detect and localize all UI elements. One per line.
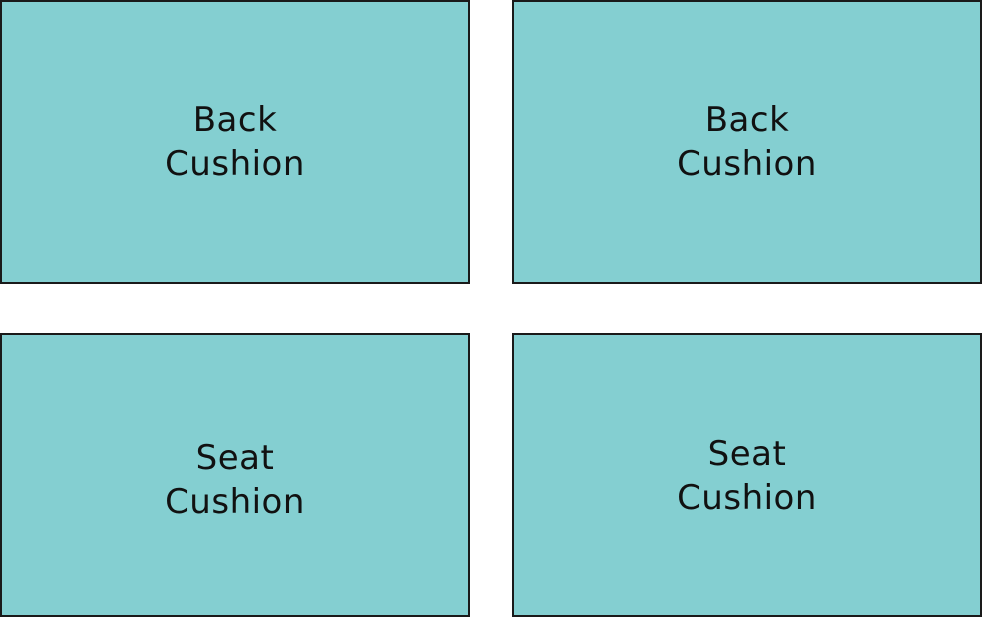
back-cushion-right-label: Back Cushion <box>677 98 817 186</box>
back-cushion-right: Back Cushion <box>512 0 982 284</box>
label-line-2: Cushion <box>677 478 817 518</box>
seat-cushion-left-label: Seat Cushion <box>165 436 305 524</box>
back-cushion-left-label: Back Cushion <box>165 98 305 186</box>
label-line-2: Cushion <box>677 143 817 184</box>
seat-cushion-right: Seat Cushion <box>512 333 982 617</box>
label-line-1: Back <box>704 99 790 140</box>
back-cushion-left: Back Cushion <box>0 0 470 284</box>
label-line-2: Cushion <box>165 143 305 184</box>
label-line-1: Back <box>192 99 278 140</box>
seat-cushion-right-label: Seat Cushion <box>677 432 817 520</box>
label-line-1: Seat <box>195 438 275 478</box>
seat-cushion-left: Seat Cushion <box>0 333 470 617</box>
label-line-1: Seat <box>707 434 787 474</box>
label-line-2: Cushion <box>165 482 305 522</box>
